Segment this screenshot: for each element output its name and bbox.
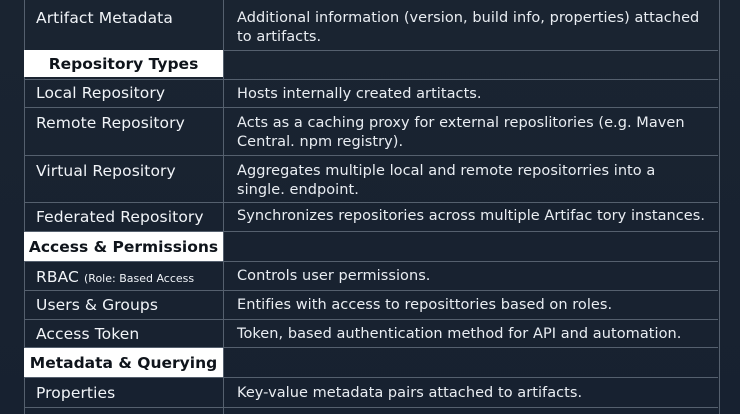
section-row — [24, 232, 718, 262]
table-frame — [24, 0, 720, 414]
term-label: Federated Repository — [36, 208, 204, 226]
term-label: Remote Repository — [36, 114, 185, 132]
term-label: Virtual Repository — [36, 162, 176, 180]
table-row: RBAC (Role: Based Access Controls user p… — [24, 262, 718, 291]
table-row: Local Repository Hosts internally create… — [24, 80, 718, 108]
section-header-metadata-querying: Metadata & Querying — [24, 348, 223, 377]
term-acronym: RBAC — [36, 268, 79, 286]
table-row: Properties Key-value metadata pairs atta… — [24, 378, 718, 408]
term-description: Entifies with access to reposittories ba… — [237, 297, 613, 313]
term-note: (Role: Based Access — [84, 272, 195, 285]
section-row — [24, 348, 718, 378]
term-label: Artifact Metadata — [36, 9, 173, 27]
table-row — [24, 408, 718, 414]
term-label: Properties — [36, 384, 116, 402]
section-header-repository-types: Repository Types — [24, 50, 223, 77]
table-row: Remote Repository Acts as a caching prox… — [24, 108, 718, 156]
section-row — [24, 50, 718, 80]
section-top-line — [24, 50, 718, 51]
table-row: Virtual Repository Aggregates multiple l… — [24, 156, 718, 203]
term-label: Access Token — [36, 325, 140, 343]
term-description: Token, based authentication method for A… — [237, 326, 682, 342]
term-description: Acts as a caching proxy for external rep… — [237, 115, 685, 150]
term-description: Hosts internally created artitacts. — [237, 86, 482, 102]
term-label: RBAC (Role: Based Access — [36, 268, 194, 286]
term-description: Key-value metadata pairs attached to art… — [237, 385, 583, 401]
term-description: Additional information (version, build i… — [237, 10, 700, 45]
term-description: Aggregates multiple local and remote rep… — [237, 163, 656, 198]
table-row: Federated Repository Synchronizes reposi… — [24, 203, 718, 232]
term-description: Synchronizes repositories across multipl… — [237, 208, 706, 224]
column-divider — [223, 0, 224, 414]
term-label: Users & Groups — [36, 296, 159, 314]
table-row: Access Token Token, based authentication… — [24, 320, 718, 348]
term-label: Local Repository — [36, 84, 166, 102]
table-row: Users & Groups Entifies with access to r… — [24, 291, 718, 320]
term-description: Controls user permissions. — [237, 268, 431, 284]
section-header-access-permissions: Access & Permissions — [24, 232, 223, 261]
table-row: Artifact Metadata Additional information… — [24, 0, 718, 51]
